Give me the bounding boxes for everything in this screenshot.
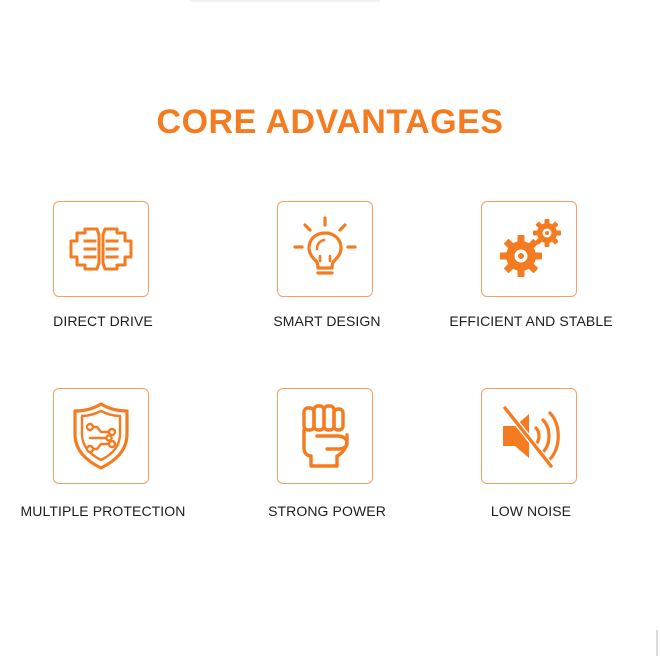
top-divider — [190, 0, 380, 2]
shield-circuit-icon — [73, 402, 129, 470]
feature-label: STRONG POWER — [268, 503, 386, 519]
feature-label: MULTIPLE PROTECTION — [20, 503, 186, 519]
feature-label: LOW NOISE — [490, 503, 572, 519]
direct-drive-motor-icon — [69, 227, 133, 271]
feature-efficient-stable: EFFICIENT AND STABLE — [416, 201, 646, 351]
icon-box — [481, 388, 577, 484]
feature-label: EFFICIENT AND STABLE — [449, 313, 613, 329]
feature-direct-drive: DIRECT DRIVE — [0, 201, 218, 351]
feature-smart-design: SMART DESIGN — [212, 201, 442, 351]
feature-multiple-protection: MULTIPLE PROTECTION — [0, 388, 218, 538]
lightbulb-icon — [293, 216, 357, 275]
feature-low-noise: LOW NOISE — [416, 388, 646, 538]
feature-strong-power: STRONG POWER — [212, 388, 442, 538]
gears-icon — [500, 219, 561, 277]
fist-icon — [302, 404, 349, 468]
icon-box — [277, 201, 373, 297]
icon-box — [481, 201, 577, 297]
section-title: CORE ADVANTAGES — [156, 103, 504, 141]
icon-box — [53, 388, 149, 484]
feature-label: SMART DESIGN — [273, 313, 381, 329]
scroll-edge-mark — [656, 630, 658, 656]
feature-label: DIRECT DRIVE — [53, 313, 153, 329]
icon-box — [277, 388, 373, 484]
speaker-mute-icon — [502, 405, 560, 469]
icon-box — [53, 201, 149, 297]
